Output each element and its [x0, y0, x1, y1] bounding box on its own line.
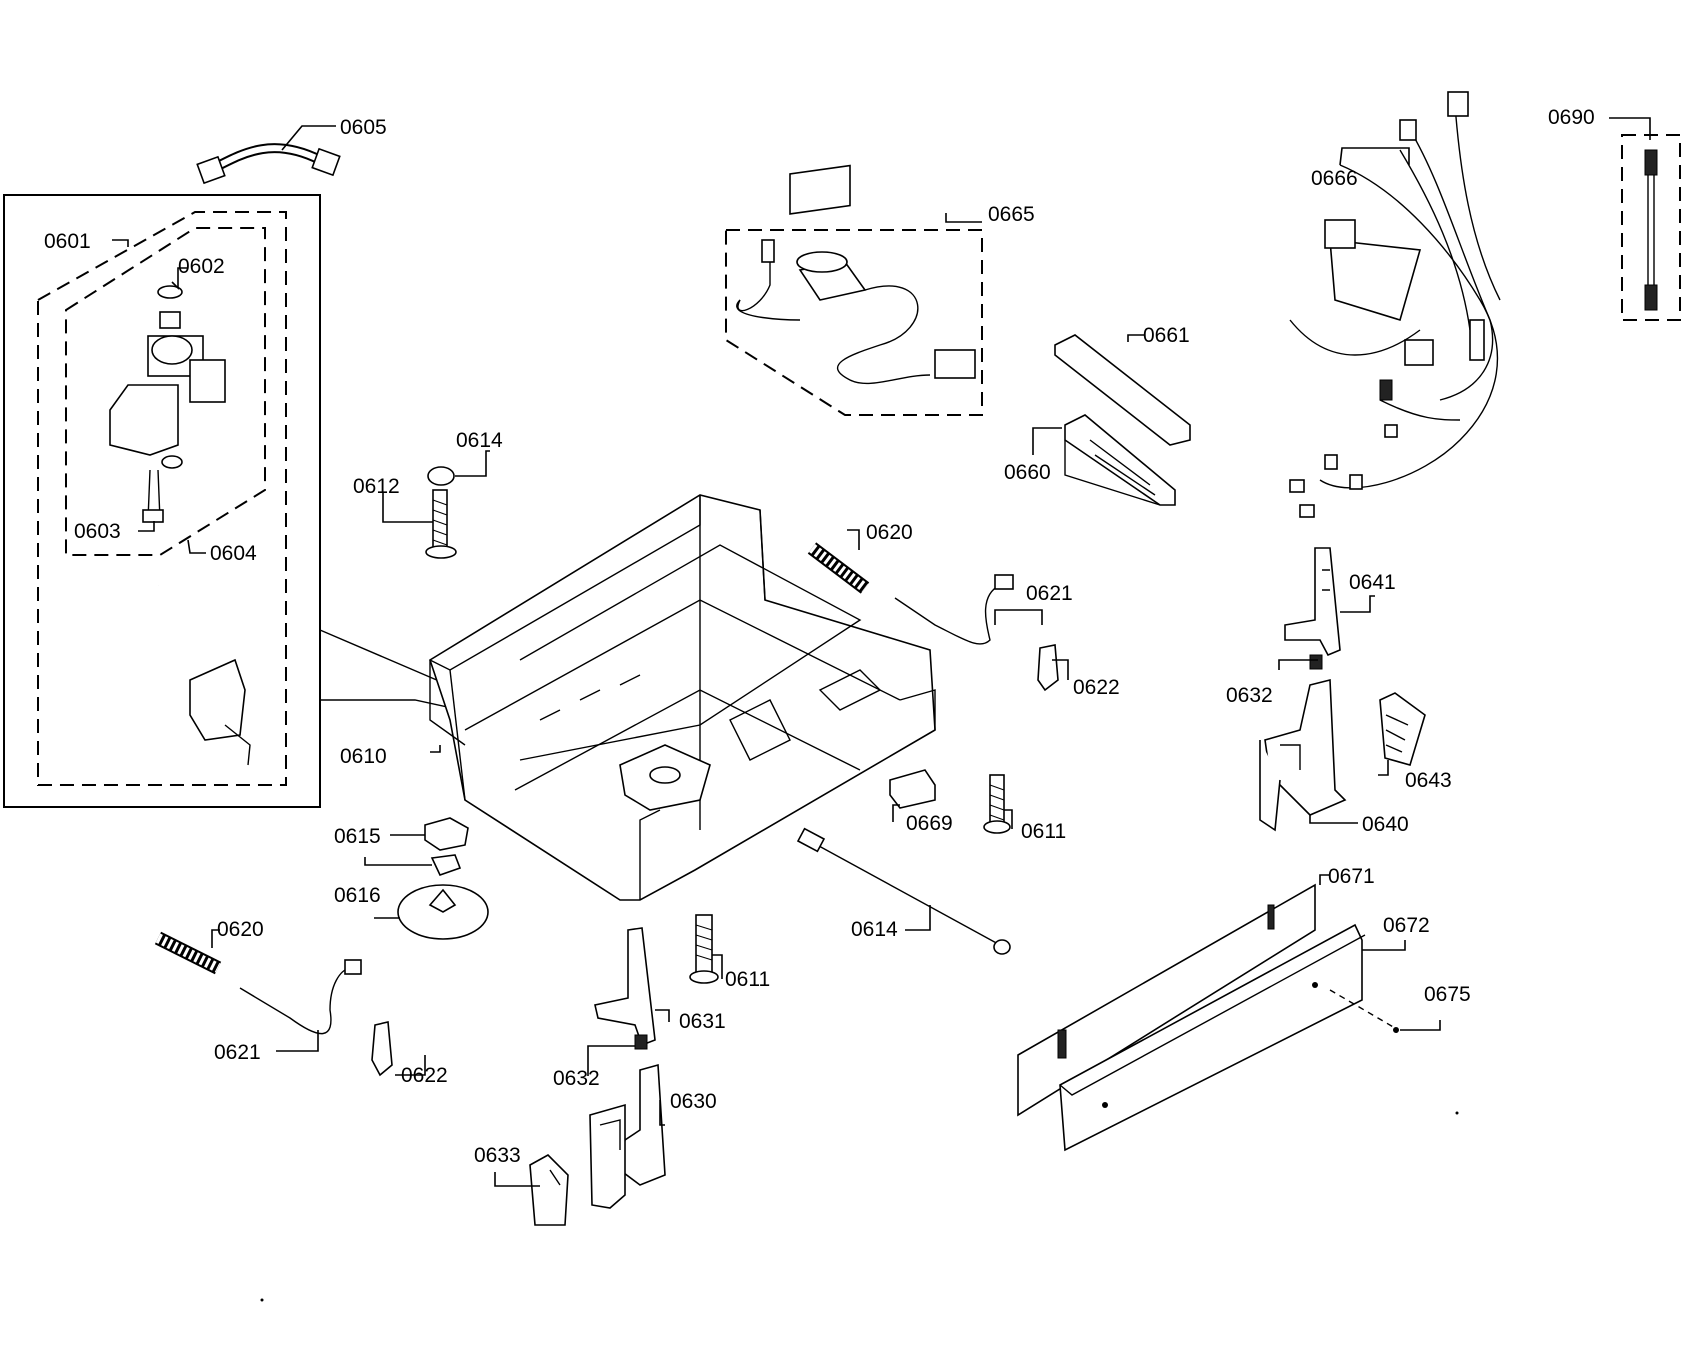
part-0633-clip	[529, 1154, 569, 1226]
label-0611-lower: 0611	[725, 968, 770, 991]
part-0632-bracket-lower	[634, 1034, 648, 1050]
part-0665-pump	[725, 164, 983, 416]
part-0621-sensor-upper	[894, 574, 1014, 645]
label-0614-upper: 0614	[456, 429, 503, 452]
stray-dot-right	[1455, 1111, 1459, 1115]
part-0622-clip-upper	[1037, 644, 1059, 692]
part-0605-inlet-hose	[196, 143, 341, 185]
label-0661: 0661	[1143, 324, 1190, 347]
label-0690: 0690	[1548, 106, 1595, 129]
label-0601: 0601	[44, 230, 91, 253]
label-0675: 0675	[1424, 983, 1471, 1006]
label-0603: 0603	[74, 520, 121, 543]
part-0675-screw	[1329, 989, 1399, 1033]
label-0605: 0605	[340, 116, 387, 139]
label-0631: 0631	[679, 1010, 726, 1033]
part-0669-switch	[889, 769, 936, 809]
leader-lines	[112, 117, 1651, 1187]
stray-dot-bottom	[260, 1298, 264, 1302]
label-0671: 0671	[1328, 865, 1375, 888]
label-0640: 0640	[1362, 813, 1409, 836]
part-0630-bracket	[589, 1063, 666, 1209]
part-0614-rod	[796, 827, 1011, 955]
label-0611-right: 0611	[1021, 820, 1066, 843]
label-0620-upper: 0620	[866, 521, 913, 544]
label-0621-lower: 0621	[214, 1041, 261, 1064]
part-0604-boundary	[65, 227, 266, 556]
part-0641-hinge	[1284, 547, 1341, 657]
label-0669: 0669	[906, 812, 953, 835]
part-labels: 0605 0601 0602 0603 0604 0665 0666 0690 …	[44, 106, 1595, 1167]
part-0612-0614-foot	[425, 466, 457, 559]
part-0616-disc	[397, 884, 489, 940]
label-0622-upper: 0622	[1073, 676, 1120, 699]
inlet-valve-detail	[3, 194, 321, 808]
label-0604: 0604	[210, 542, 257, 565]
part-0660-0661-module	[1054, 334, 1191, 506]
part-0666-wiring-harness	[1289, 91, 1501, 518]
label-0610: 0610	[340, 745, 387, 768]
part-0643-clip	[1379, 692, 1426, 766]
part-0671-panel	[1017, 883, 1316, 1117]
part-0601-boundary	[37, 211, 287, 786]
inlet-valve-body	[109, 285, 226, 523]
label-0602: 0602	[178, 255, 225, 278]
label-0632-lower: 0632	[553, 1067, 600, 1090]
label-0630: 0630	[670, 1090, 717, 1113]
label-0622-lower: 0622	[401, 1064, 448, 1087]
part-0640-bracket	[1259, 678, 1347, 832]
label-0616: 0616	[334, 884, 381, 907]
label-0665: 0665	[988, 203, 1035, 226]
label-0660: 0660	[1004, 461, 1051, 484]
label-0633: 0633	[474, 1144, 521, 1167]
part-0620-spring-upper	[807, 542, 870, 594]
label-0643: 0643	[1405, 769, 1452, 792]
part-0690-hose	[1621, 134, 1681, 321]
part-0672-panel	[1059, 923, 1366, 1152]
part-0611-spring-lower	[689, 914, 719, 984]
label-0612: 0612	[353, 475, 400, 498]
label-0621-upper: 0621	[1026, 582, 1073, 605]
part-0621-sensor-lower	[239, 959, 362, 1035]
part-0661	[1054, 334, 1191, 446]
part-0620-spring-lower	[154, 931, 222, 975]
part-0631-hinge	[594, 927, 656, 1047]
part-0615-block	[424, 817, 469, 876]
part-0611-spring-right	[983, 774, 1011, 834]
label-0614-lower: 0614	[851, 918, 898, 941]
label-0666: 0666	[1311, 167, 1358, 190]
label-0641: 0641	[1349, 571, 1396, 594]
label-0620-lower: 0620	[217, 918, 264, 941]
label-0672: 0672	[1383, 914, 1430, 937]
part-0632-bracket-upper	[1309, 654, 1323, 670]
label-0632-upper: 0632	[1226, 684, 1273, 707]
part-0622-clip-lower	[371, 1021, 393, 1077]
part-0610-base	[429, 494, 936, 901]
inlet-bracket	[189, 658, 251, 766]
label-0615: 0615	[334, 825, 381, 848]
